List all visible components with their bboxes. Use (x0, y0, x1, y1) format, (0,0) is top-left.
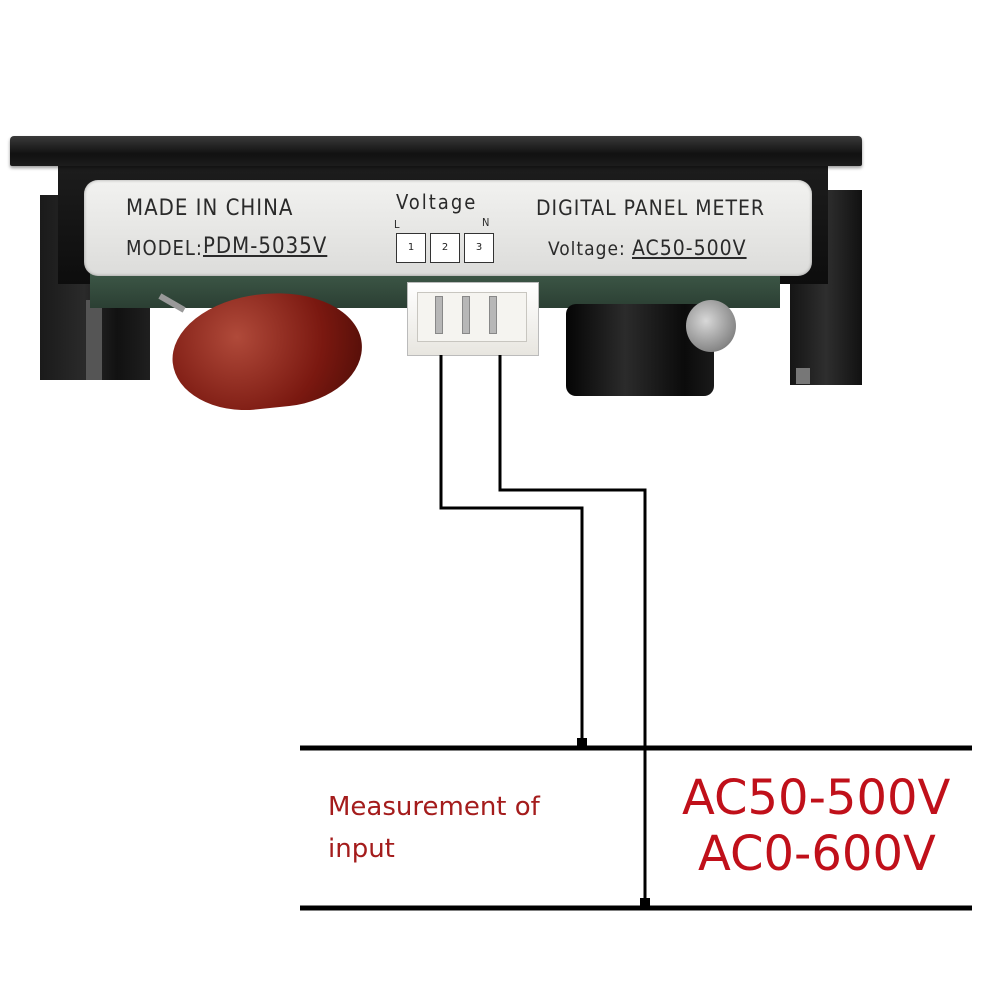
voltage-header: Voltage (396, 190, 478, 214)
connector-pin-2 (462, 296, 470, 334)
connector-pin-3 (489, 296, 497, 334)
made-in-text: MADE IN CHINA (126, 196, 294, 221)
voltage-range-2: AC0-600V (698, 826, 936, 882)
voltage-range-1: AC50-500V (682, 770, 951, 826)
model-label: MODEL: (126, 236, 203, 260)
neutral-mark: N (482, 216, 491, 229)
pin-box-3: 3 (464, 233, 494, 263)
measurement-caption: Measurement of input (328, 786, 540, 870)
voltage-range-value: AC50-500V (632, 236, 747, 260)
model-value: PDM-5035V (203, 234, 328, 259)
connector-pin-1 (435, 296, 443, 334)
live-mark: L (394, 218, 401, 231)
right-clip-tab (796, 368, 810, 384)
front-bezel (10, 136, 862, 166)
junction-neutral (640, 898, 650, 908)
caption-line-2: input (328, 834, 395, 864)
left-clip-slot (86, 300, 102, 380)
caption-line-1: Measurement of (328, 792, 540, 822)
wire-live (439, 355, 584, 745)
wire-neutral (498, 355, 647, 905)
pin-box-2: 2 (430, 233, 460, 263)
voltage-range-label: Voltage: (548, 238, 626, 260)
silver-component (686, 300, 736, 352)
junction-live (577, 738, 587, 748)
product-name: DIGITAL PANEL METER (536, 196, 766, 220)
pin-box-1: 1 (396, 233, 426, 263)
panel-meter-photo: MADE IN CHINA MODEL: PDM-5035V Voltage L… (0, 0, 1001, 430)
